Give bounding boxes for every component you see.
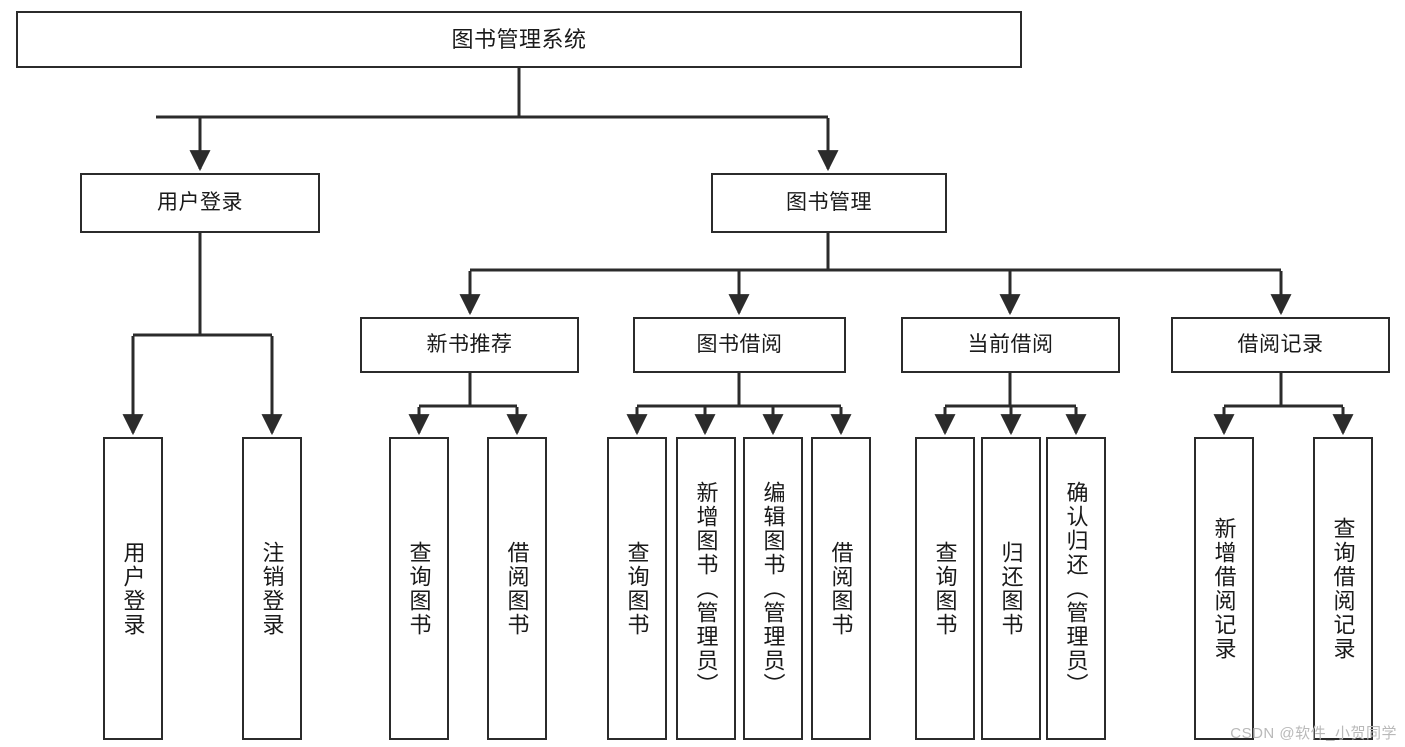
leaf-borrow-book-new[interactable]: 借阅图书 <box>487 437 547 740</box>
node-book-management-label: 图书管理 <box>786 190 872 214</box>
leaf-query-book-current[interactable]: 查询图书 <box>915 437 975 740</box>
node-book-borrow[interactable]: 图书借阅 <box>633 317 846 373</box>
leaf-borrow-book-label: 借阅图书 <box>828 540 854 637</box>
node-user-login-label: 用户登录 <box>157 190 243 214</box>
leaf-logout-label: 注销登录 <box>259 540 285 637</box>
leaf-query-book-borrow-label: 查询图书 <box>624 540 650 637</box>
node-root-label: 图书管理系统 <box>451 26 587 52</box>
leaf-query-borrow-record-label: 查询借阅记录 <box>1330 516 1356 661</box>
watermark-text: CSDN @软件_小贺同学 <box>1230 725 1397 742</box>
leaf-borrow-book[interactable]: 借阅图书 <box>811 437 871 740</box>
leaf-add-book-admin[interactable]: 新增图书（管理员） <box>676 437 736 740</box>
leaf-logout[interactable]: 注销登录 <box>242 437 302 740</box>
node-book-borrow-label: 图书借阅 <box>696 332 783 356</box>
leaf-add-book-admin-label: 新增图书（管理员） <box>693 480 719 697</box>
node-current-borrow-label: 当前借阅 <box>967 332 1054 356</box>
leaf-edit-book-admin[interactable]: 编辑图书（管理员） <box>743 437 803 740</box>
node-borrow-record[interactable]: 借阅记录 <box>1171 317 1390 373</box>
leaf-query-borrow-record[interactable]: 查询借阅记录 <box>1313 437 1373 740</box>
leaf-user-login[interactable]: 用户登录 <box>103 437 163 740</box>
node-new-book-recommend[interactable]: 新书推荐 <box>360 317 579 373</box>
leaf-confirm-return-admin-label: 确认归还（管理员） <box>1063 480 1089 697</box>
leaf-user-login-label: 用户登录 <box>120 540 146 637</box>
leaf-return-book[interactable]: 归还图书 <box>981 437 1041 740</box>
node-current-borrow[interactable]: 当前借阅 <box>901 317 1120 373</box>
leaf-confirm-return-admin[interactable]: 确认归还（管理员） <box>1046 437 1106 740</box>
leaf-return-book-label: 归还图书 <box>998 540 1024 637</box>
leaf-add-borrow-record-label: 新增借阅记录 <box>1211 516 1237 661</box>
node-root[interactable]: 图书管理系统 <box>16 11 1022 68</box>
leaf-borrow-book-new-label: 借阅图书 <box>504 540 530 637</box>
leaf-query-book-new[interactable]: 查询图书 <box>389 437 449 740</box>
leaf-add-borrow-record[interactable]: 新增借阅记录 <box>1194 437 1254 740</box>
node-new-book-recommend-label: 新书推荐 <box>426 332 513 356</box>
leaf-query-book-current-label: 查询图书 <box>932 540 958 637</box>
node-user-login[interactable]: 用户登录 <box>80 173 320 233</box>
node-borrow-record-label: 借阅记录 <box>1237 332 1324 356</box>
leaf-query-book-borrow[interactable]: 查询图书 <box>607 437 667 740</box>
leaf-query-book-new-label: 查询图书 <box>406 540 432 637</box>
leaf-edit-book-admin-label: 编辑图书（管理员） <box>760 480 786 697</box>
node-book-management[interactable]: 图书管理 <box>711 173 947 233</box>
